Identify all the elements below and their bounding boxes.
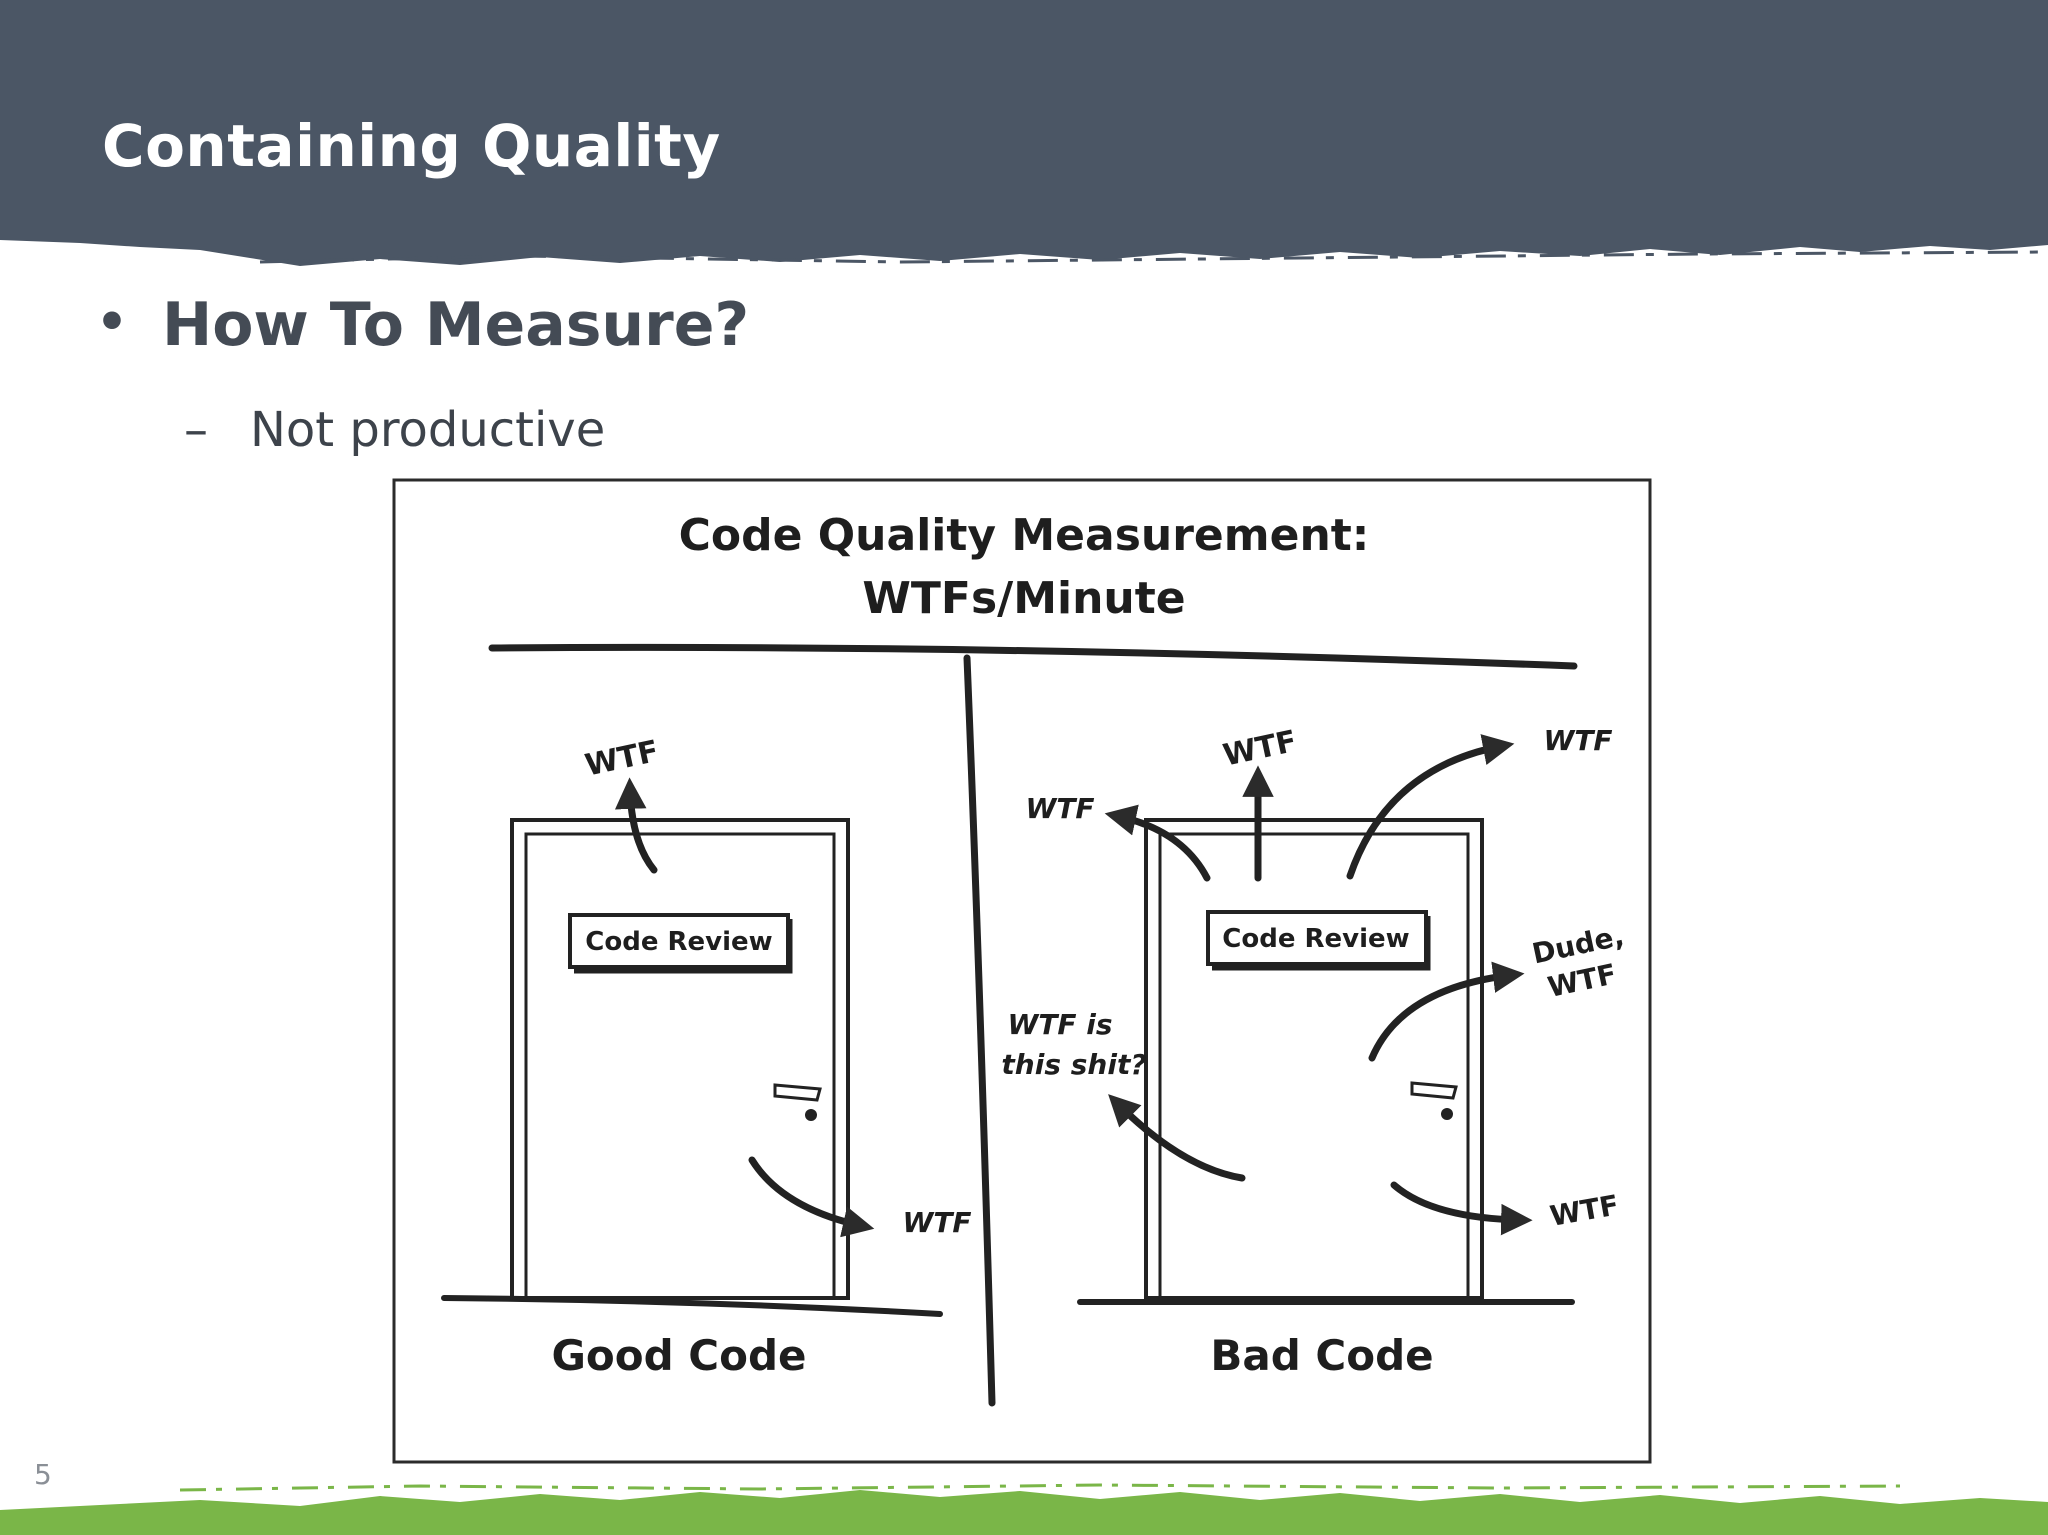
good-arrow-bottom xyxy=(748,1156,875,1238)
center-divider xyxy=(963,654,996,1407)
bullet-text: How To Measure? xyxy=(162,290,750,360)
bad-wtf-left: WTF xyxy=(1025,792,1094,825)
bad-code-door xyxy=(1144,818,1484,1300)
good-door-sign: Code Review xyxy=(585,927,772,957)
good-wtf-bottom: WTF xyxy=(902,1206,971,1239)
good-code-caption: Good Code xyxy=(551,1331,806,1380)
good-arrow-top xyxy=(614,777,658,874)
bullet-icon: • xyxy=(96,293,128,351)
cartoon-heading-line2: WTFs/Minute xyxy=(862,573,1185,624)
bad-arrow-left xyxy=(1104,804,1211,882)
sub-bullet-item: –Not productive xyxy=(184,402,605,458)
wtf-cartoon: Code Quality Measurement: WTFs/Minute Co… xyxy=(392,478,1652,1464)
page-number: 5 xyxy=(34,1458,52,1491)
bad-wtf-is-line2: this shit? xyxy=(1001,1048,1146,1081)
footer-band xyxy=(0,1483,2048,1535)
bad-arrow-top-right xyxy=(1346,734,1515,880)
bad-arrow-wtf-is xyxy=(1108,1094,1246,1182)
good-code-door xyxy=(510,818,850,1300)
bullet-item: • How To Measure? xyxy=(96,290,749,360)
bad-door-sign: Code Review xyxy=(1222,924,1409,954)
bad-arrow-bottom xyxy=(1390,1181,1533,1236)
dash-icon: – xyxy=(184,402,208,458)
cartoon-heading-line1: Code Quality Measurement: xyxy=(679,510,1370,561)
slide-title: Containing Quality xyxy=(102,112,721,180)
bad-code-caption: Bad Code xyxy=(1210,1331,1433,1380)
sub-bullet-text: Not productive xyxy=(250,402,606,458)
heading-underline xyxy=(488,643,1578,670)
bad-arrow-dude xyxy=(1368,961,1525,1062)
bad-wtf-is-line1: WTF is xyxy=(1007,1008,1112,1041)
bad-wtf-top-right: WTF xyxy=(1543,724,1612,757)
good-floor-line xyxy=(441,1295,943,1317)
header-band xyxy=(0,0,2048,266)
